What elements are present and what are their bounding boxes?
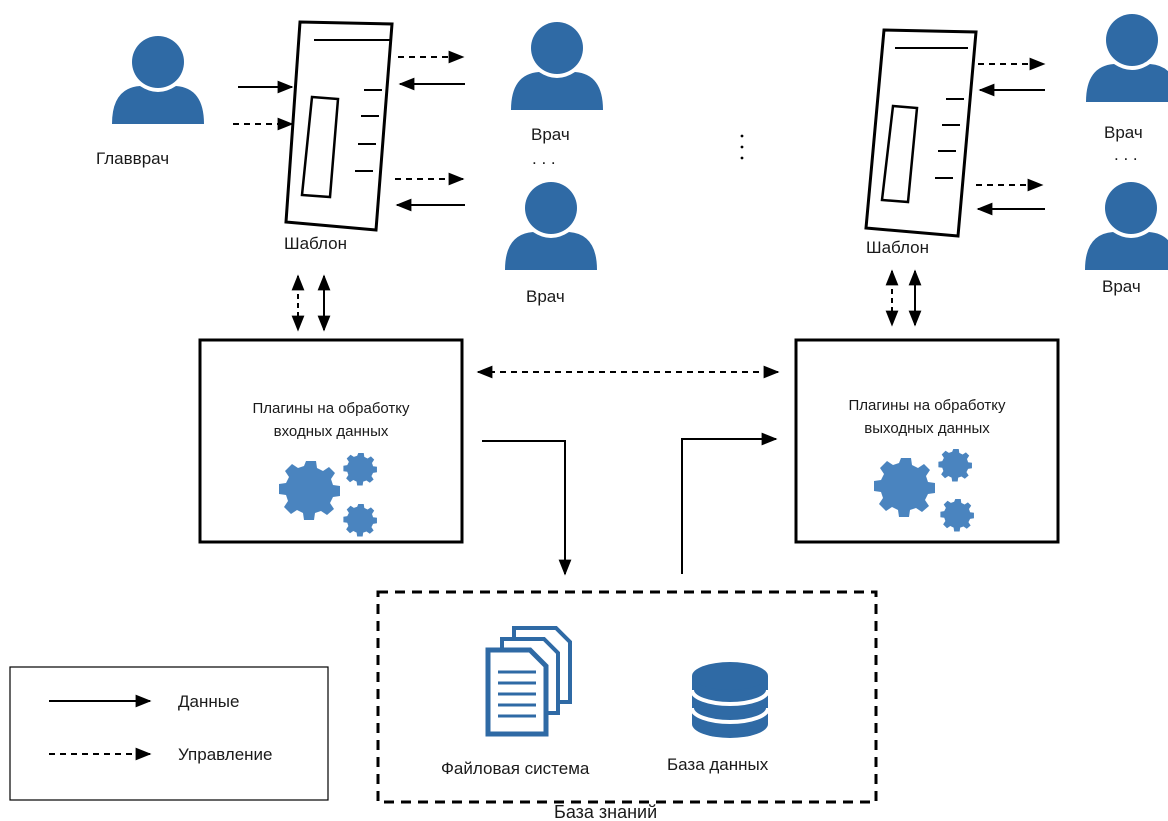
doctor-left-bottom-label: Врач (526, 287, 565, 306)
database-label: База данных (667, 755, 769, 774)
doctor-right-top-user-icon (1086, 14, 1168, 102)
left-template-form-icon (284, 20, 394, 232)
legend-control-label: Управление (178, 745, 273, 764)
vertical-ellipsis (740, 134, 744, 160)
output-plugins-box (794, 338, 1060, 544)
right-template-form-icon (864, 28, 978, 238)
database-icon (690, 662, 770, 738)
output-plugins-title-line2: выходных данных (864, 420, 990, 437)
input-plugins-title-line2: входных данных (274, 423, 389, 440)
doctor-left-bottom-user-icon (505, 182, 597, 270)
legend-box (9, 666, 329, 801)
head-doctor-user-icon (112, 36, 204, 124)
left-template-label: Шаблон (284, 234, 347, 253)
input-plugins-box (198, 338, 464, 544)
documents-icon (485, 626, 572, 737)
knowledge-base-label: База знаний (554, 802, 657, 821)
doctor-left-top-user-icon (511, 22, 603, 110)
input-plugins-title-line1: Плагины на обработку (252, 400, 410, 417)
doctor-right-top-label: Врач (1104, 123, 1143, 142)
doctor-right-bottom-label: Врач (1102, 277, 1141, 296)
doctor-left-top-label: Врач (531, 125, 570, 144)
head-doctor-label: Главврач (96, 149, 169, 168)
output-plugins-title-line1: Плагины на обработку (848, 397, 1006, 414)
legend-data-label: Данные (178, 692, 239, 711)
knowledge-base-box (376, 590, 878, 804)
doctor-right-bottom-user-icon (1085, 182, 1168, 270)
data-arrow-kb-to-output-plugins (681, 432, 778, 574)
right-template-label: Шаблон (866, 238, 929, 257)
data-arrow-input-plugins-to-kb (482, 440, 572, 576)
file-system-label: Файловая система (441, 759, 590, 778)
ellipsis-left: . . . (532, 149, 556, 168)
ellipsis-right: . . . (1114, 145, 1138, 164)
